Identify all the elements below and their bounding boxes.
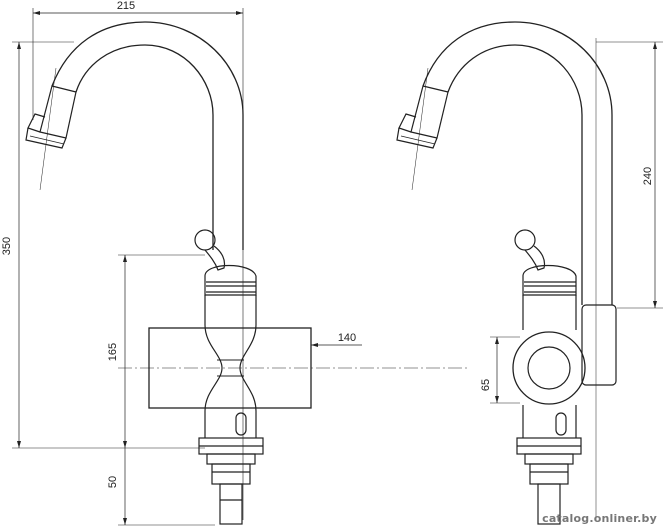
- watermark: catalog.onliner.by: [542, 512, 657, 525]
- inlet-inner: [527, 346, 571, 390]
- dim-label-215: 215: [117, 0, 135, 12]
- dim-label-50: 50: [107, 476, 119, 488]
- side-view: 240 65: [396, 21, 663, 525]
- dim-label-240: 240: [642, 167, 654, 185]
- dim-label-65: 65: [480, 379, 492, 391]
- dim-label-350: 350: [1, 237, 13, 255]
- front-view: 215 350 165 50: [1, 0, 470, 526]
- dim-label-140: 140: [338, 332, 356, 344]
- dim-label-165: 165: [107, 343, 119, 361]
- inlet-outer: [512, 331, 586, 405]
